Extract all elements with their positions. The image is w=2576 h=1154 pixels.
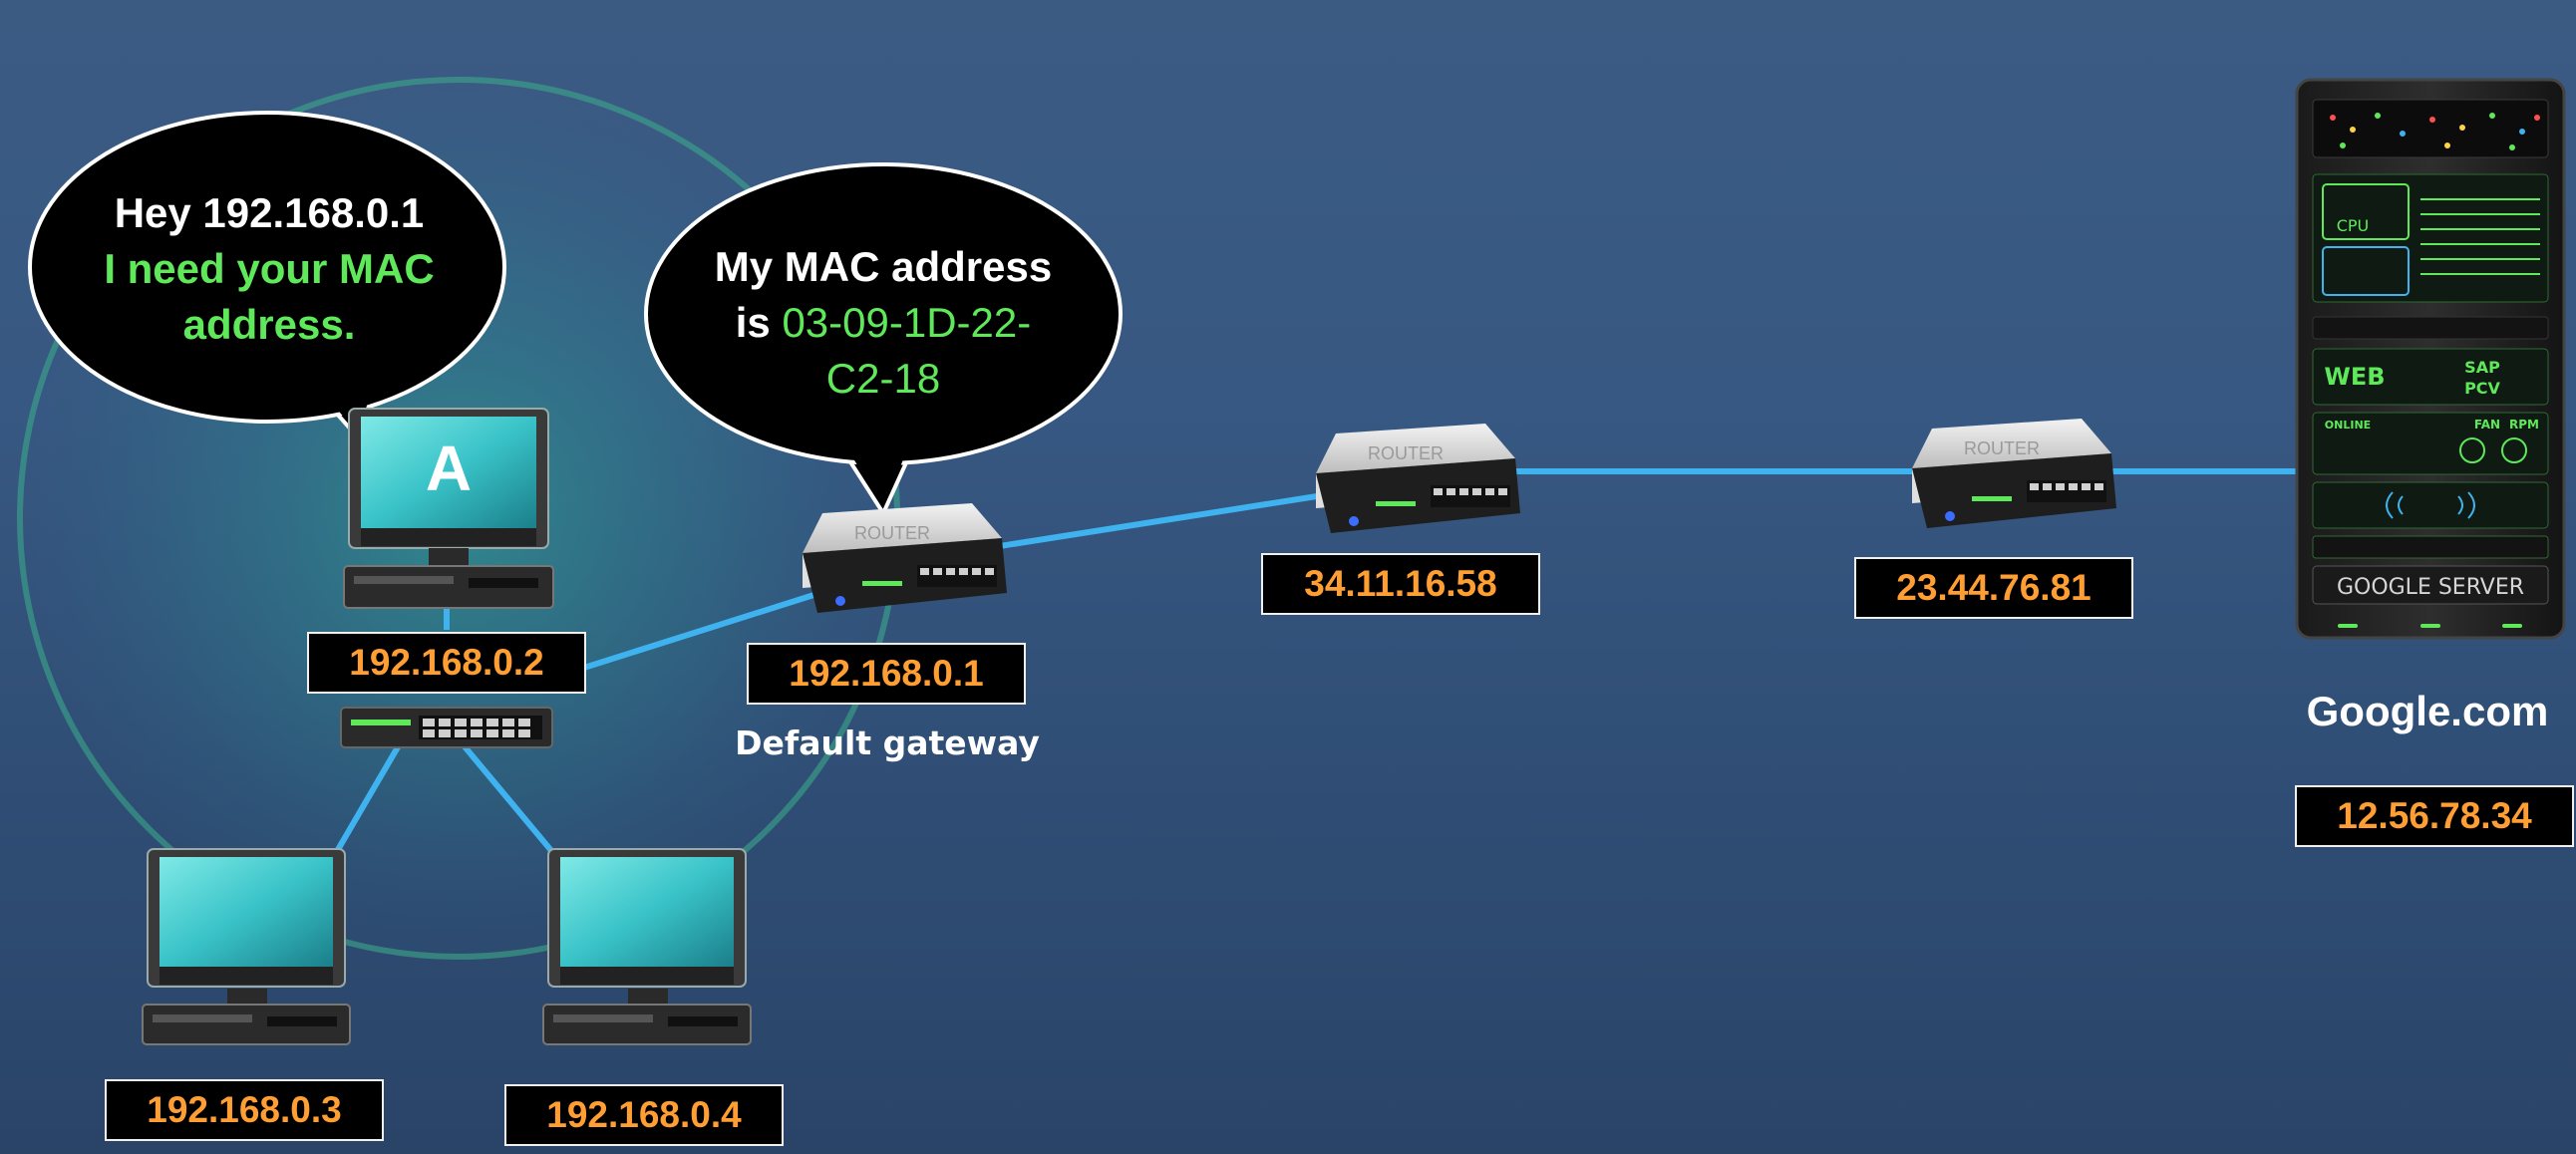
bubble-a-line1: Hey 192.168.0.1: [114, 189, 425, 236]
link-switch-computer-b: [326, 743, 402, 867]
ip-label-computer-c: 192.168.0.4: [504, 1084, 784, 1146]
link-gateway-hop1: [986, 490, 1337, 551]
server-sap-label: SAP: [2464, 358, 2500, 377]
ip-label-gateway: 192.168.0.1: [747, 643, 1026, 705]
bubble-text-computer-a: Hey 192.168.0.1 I need your MAC address.: [40, 185, 498, 353]
server-fan-label: FAN: [2474, 418, 2500, 432]
bubble-gw-line2-prefix: is: [735, 299, 783, 346]
caption-google-domain: Google.com: [2306, 688, 2549, 734]
ip-label-computer-a: 192.168.0.2: [307, 632, 586, 694]
server-rpm-label: RPM: [2509, 418, 2539, 432]
bubble-gw-mac-part1: 03-09-1D-22-: [782, 299, 1032, 346]
computer-a-letter: A: [426, 433, 472, 504]
link-switch-computer-c: [461, 743, 566, 867]
computer-a: [343, 408, 554, 609]
bubble-gw-line2: is 03-09-1D-22-: [654, 295, 1113, 351]
router-hop2-brand: ROUTER: [1964, 438, 2040, 458]
bubble-gw-mac-part2: C2-18: [825, 355, 941, 402]
ip-label-computer-b: 192.168.0.3: [105, 1079, 384, 1141]
router-hop1: ROUTER: [1316, 424, 1520, 533]
bubble-gw-line1: My MAC address: [714, 243, 1053, 290]
bubble-a-line3: address.: [182, 301, 356, 348]
computer-b: [142, 848, 351, 1045]
speech-bubble-gateway: [644, 162, 1123, 518]
router-hop1-brand: ROUTER: [1368, 443, 1444, 463]
google-server-rack: CPU WEB SAP PCV ONLINE FAN RPM GOOGLE SE…: [2295, 78, 2566, 640]
bubble-text-gateway: My MAC address is 03-09-1D-22- C2-18: [654, 239, 1113, 407]
server-panel-label: GOOGLE SERVER: [2337, 575, 2524, 600]
router-gateway: ROUTER: [803, 503, 1007, 613]
server-pcv-label: PCV: [2464, 379, 2500, 398]
caption-default-gateway: Default gateway: [735, 723, 1040, 762]
lan-switch: [340, 707, 553, 748]
ip-label-hop1: 34.11.16.58: [1261, 553, 1540, 615]
server-online-label: ONLINE: [2325, 419, 2371, 432]
ip-label-google: 12.56.78.34: [2295, 785, 2574, 847]
router-hop2: ROUTER: [1912, 419, 2116, 528]
ip-label-hop2: 23.44.76.81: [1854, 557, 2133, 619]
server-cpu-label: CPU: [2337, 216, 2370, 235]
server-web-label: WEB: [2324, 363, 2385, 391]
bubble-a-line2: I need your MAC: [104, 245, 435, 292]
router-gateway-brand: ROUTER: [854, 523, 930, 543]
computer-c: [542, 848, 752, 1045]
